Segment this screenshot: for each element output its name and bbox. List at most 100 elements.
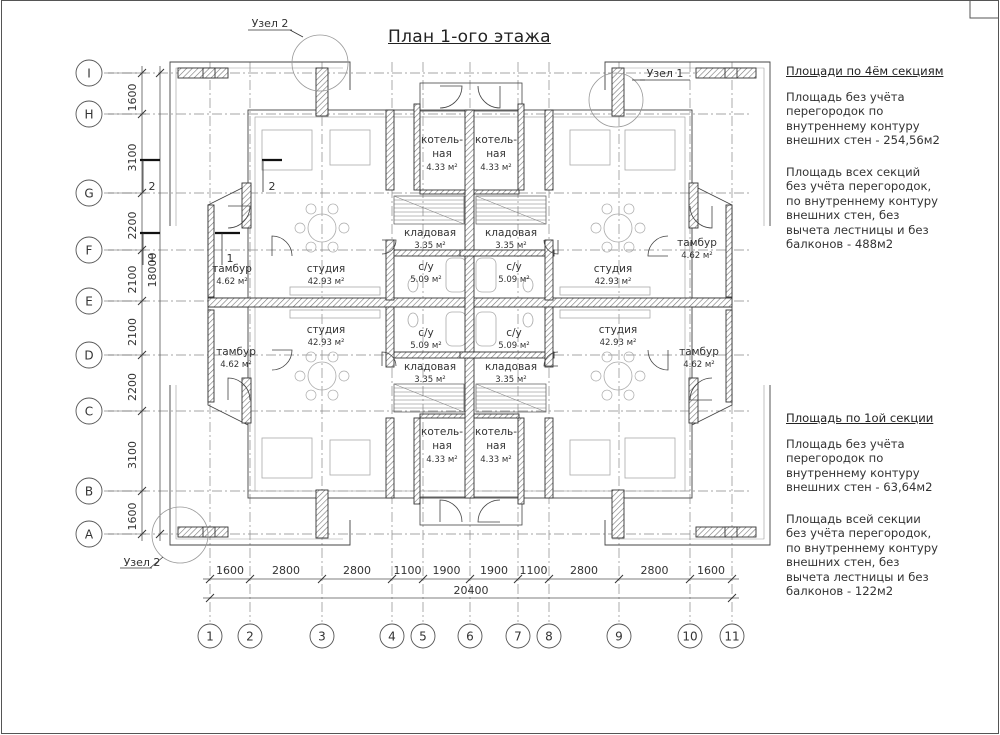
studio-area: 42.93 м²	[600, 338, 637, 348]
row-axis-label: H	[84, 108, 93, 122]
row-axis-label: A	[85, 528, 94, 542]
wall	[688, 182, 699, 229]
row-axis-label: E	[85, 295, 93, 309]
detail-node-circle	[151, 506, 209, 564]
wall	[473, 413, 520, 419]
detail-node-circle	[291, 34, 349, 92]
storage-room-name: кладовая	[485, 227, 537, 239]
dimension-tick	[245, 574, 255, 584]
row-axis-label: D	[84, 349, 93, 363]
column-dimension-label: 2800	[343, 564, 371, 577]
stair	[393, 195, 465, 225]
boiler-room-name: котель-	[421, 134, 463, 146]
chair	[590, 370, 602, 382]
door-swing	[543, 351, 559, 367]
title-block-corner	[969, 0, 998, 19]
toilet	[407, 312, 419, 328]
chair	[601, 389, 613, 401]
bathroom-name: с/у	[506, 327, 522, 339]
storage-room-area: 3.35 м²	[414, 241, 445, 251]
terrace-outline	[612, 67, 765, 226]
door-swing	[647, 235, 669, 257]
row-axis-bubble	[75, 100, 103, 128]
wall	[724, 526, 738, 538]
chair	[623, 389, 635, 401]
note-line: по внутреннему контуру	[786, 193, 938, 208]
chair	[327, 389, 339, 401]
wall	[241, 182, 252, 229]
door-swing	[381, 351, 397, 367]
column-axis-label: 8	[545, 630, 553, 644]
column-dimension-label: 1100	[520, 564, 548, 577]
row-axis-bubble	[75, 397, 103, 425]
dimension-tick	[317, 574, 327, 584]
wall	[611, 489, 625, 539]
row-dimension-label: 2200	[126, 212, 139, 240]
dimension-tick	[155, 68, 165, 78]
chair	[327, 203, 339, 215]
storage-room-name: кладовая	[485, 361, 537, 373]
wall	[241, 377, 252, 424]
wall	[202, 526, 216, 538]
stair	[475, 383, 547, 413]
row-dimension-label: 2100	[126, 318, 139, 346]
detail-leader	[289, 29, 304, 38]
row-axis-bubble	[75, 520, 103, 548]
chair	[590, 222, 602, 234]
note-line: без учёта перегородок,	[786, 526, 932, 540]
chair	[601, 203, 613, 215]
section-label: 1	[227, 252, 234, 265]
notes-one-section: Площадь по 1ой секции Площадь без учёта …	[786, 411, 938, 599]
vestibule-name: тамбур	[677, 237, 717, 249]
wall	[544, 417, 554, 499]
storage-room-area: 3.35 м²	[414, 375, 445, 385]
wall	[459, 249, 555, 257]
bathroom-area: 5.09 м²	[410, 341, 441, 351]
bathroom-area: 5.09 м²	[498, 275, 529, 285]
dining-table	[603, 213, 633, 243]
dimension-tick	[205, 593, 215, 603]
chair	[305, 389, 317, 401]
chair	[305, 351, 317, 363]
vestibule-name: тамбур	[679, 346, 719, 358]
bathroom-area: 5.09 м²	[498, 341, 529, 351]
column-dimension-label: 2800	[272, 564, 300, 577]
note-line: балконов - 488м2	[786, 237, 894, 251]
row-axis-label: G	[84, 187, 93, 201]
chair	[305, 203, 317, 215]
column-dimension-label: 1100	[394, 564, 422, 577]
boiler-room-area: 4.33 м²	[426, 455, 457, 465]
studio-area: 42.93 м²	[595, 277, 632, 287]
note-line: перегородок по	[786, 451, 884, 465]
note-line: внешних стен - 254,56м2	[786, 133, 940, 147]
sofa	[624, 129, 676, 171]
column-axis-label: 11	[724, 630, 739, 644]
sofa	[261, 129, 313, 171]
row-dimension-label: 3100	[126, 144, 139, 172]
terrace-outline	[175, 67, 343, 226]
dimension-tick	[155, 529, 165, 539]
column-axis-label: 10	[682, 630, 697, 644]
stair-cut	[393, 383, 465, 413]
overall-height-dimension: 18000	[146, 253, 159, 288]
boiler-room-name: котель-	[475, 134, 517, 146]
column-axis-bubble	[237, 623, 263, 649]
sofa	[569, 439, 611, 476]
stair-cut	[475, 195, 547, 225]
column-axis-label: 3	[318, 630, 326, 644]
wall	[464, 109, 475, 499]
bathroom-name: с/у	[418, 261, 434, 273]
note-line: Площадь без учёта	[786, 436, 905, 451]
chair	[294, 370, 306, 382]
door-swing	[227, 377, 251, 401]
detail-node-label: Узел 2	[124, 556, 161, 569]
porch-outline	[419, 496, 523, 526]
row-dimension-label: 1600	[126, 84, 139, 112]
note-line: Площадь без учёта	[786, 89, 905, 104]
vestibule-area: 4.62 м²	[683, 360, 714, 370]
note-line: Площадь всей секции	[786, 511, 921, 526]
wall	[724, 67, 738, 79]
column-dimension-label: 1900	[433, 564, 461, 577]
chair	[305, 241, 317, 253]
